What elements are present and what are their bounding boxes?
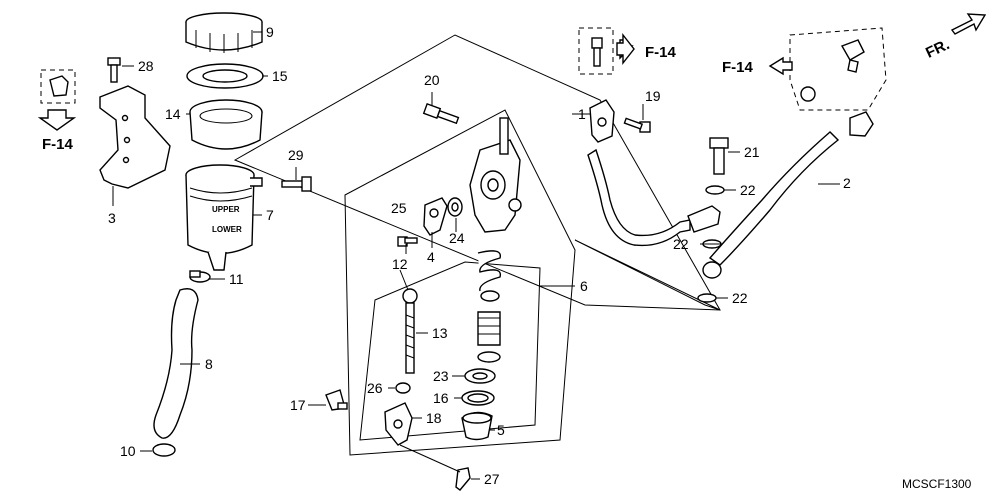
callout-7: 7	[266, 207, 274, 223]
callout-2: 2	[843, 175, 851, 191]
reservoir-cap-part-9	[185, 12, 263, 53]
leader-lines	[112, 31, 840, 480]
callout-5: 5	[497, 422, 505, 438]
diaphragm-plate-part-15	[186, 63, 264, 89]
hose-joint-part-4	[423, 197, 448, 236]
callout-8: 8	[205, 356, 213, 372]
callout-23: 23	[433, 368, 449, 384]
clevis-part-18	[384, 402, 413, 446]
brake-hose-part-2	[702, 111, 874, 279]
callout-6: 6	[580, 278, 588, 294]
pin-27-guide	[399, 444, 461, 473]
callout-11: 11	[229, 271, 244, 287]
hose-group-boundary	[574, 239, 721, 311]
callout-12: 12	[392, 256, 408, 272]
callout-28: 28	[138, 58, 154, 74]
ref-label-center: F-14	[645, 44, 677, 61]
master-cylinder-boundary	[344, 109, 576, 456]
upper-group-boundary	[233, 34, 721, 311]
callout-15: 15	[272, 68, 288, 84]
callout-25: 25	[391, 200, 407, 216]
callout-27: 27	[484, 471, 500, 487]
bolt-part-29	[281, 176, 312, 192]
callout-17: 17	[290, 397, 306, 413]
callout-14: 14	[165, 106, 181, 122]
callout-29: 29	[288, 147, 304, 163]
f14-ref-box-left	[40, 69, 76, 104]
reservoir-hose-part-8	[153, 288, 199, 439]
bolt-part-28	[107, 57, 121, 83]
f14-arrow-right-center	[616, 32, 635, 66]
callout-21: 21	[744, 144, 760, 160]
brake-hose-part-1	[587, 148, 721, 247]
reservoir-bracket-part-3	[99, 85, 171, 189]
bolt-part-21	[709, 137, 729, 175]
callout-20: 20	[424, 72, 440, 88]
f14-ref-hose-end-right	[800, 39, 865, 102]
return-spring	[477, 250, 502, 302]
callout-22-lower: 22	[732, 290, 748, 306]
piston-kit-boundary	[359, 261, 541, 441]
callout-22-upper: 22	[740, 182, 756, 198]
callout-18: 18	[426, 410, 442, 426]
circlip-part-16	[461, 390, 495, 406]
hose-joint-part-1	[589, 99, 615, 143]
hose-clip-part-11	[189, 270, 211, 283]
callout-19: 19	[645, 88, 661, 104]
reservoir-upper-mark: UPPER	[212, 205, 240, 214]
callout-4: 4	[427, 249, 435, 265]
hose-clip-part-10	[152, 443, 176, 457]
push-rod-part-13	[402, 288, 418, 374]
callout-26: 26	[367, 380, 383, 396]
diagram-code: MCSCF1300	[902, 477, 972, 491]
f14-ref-box-right	[789, 27, 887, 111]
ref-label-left: F-14	[42, 136, 74, 153]
washer-part-22-upper	[705, 185, 725, 195]
reservoir-lower-mark: LOWER	[212, 225, 242, 234]
callout-24: 24	[449, 230, 465, 246]
washer-part-24	[447, 197, 463, 217]
washer-part-23	[464, 368, 496, 384]
piston-assembly	[477, 311, 501, 363]
f14-ref-clip-left	[49, 75, 69, 97]
callout-13: 13	[432, 325, 448, 341]
bolt-part-20	[422, 103, 460, 125]
f14-arrow-left-right	[768, 56, 793, 76]
screw-part-25	[397, 236, 418, 247]
clevis-pin-part-17	[325, 389, 348, 411]
master-cylinder-body	[469, 117, 522, 233]
ref-label-right: F-14	[722, 59, 754, 76]
nut-part-26	[395, 382, 411, 394]
bolt-part-19	[623, 117, 651, 133]
callout-labels: 1 2 3 4 5 6 7 8 9 10 11 12 13 14 15 16 1…	[108, 24, 851, 487]
callout-22-middle: 22	[673, 236, 689, 252]
reservoir-tank-part-7: UPPER LOWER	[185, 164, 263, 271]
callout-9: 9	[266, 24, 274, 40]
diaphragm-part-14	[189, 99, 263, 150]
front-direction-arrow	[950, 13, 987, 35]
callout-3: 3	[108, 210, 116, 226]
callout-10: 10	[120, 443, 136, 459]
callout-1: 1	[578, 106, 586, 122]
callout-16: 16	[433, 390, 449, 406]
washer-part-22-lower	[697, 293, 717, 303]
front-marker: FR.	[923, 36, 952, 62]
boot-part-5	[461, 411, 493, 441]
f14-ref-clip-center	[591, 37, 603, 67]
f14-arrow-down	[37, 109, 77, 131]
f14-ref-box-center	[578, 27, 614, 75]
cotter-pin-part-27	[455, 467, 471, 491]
